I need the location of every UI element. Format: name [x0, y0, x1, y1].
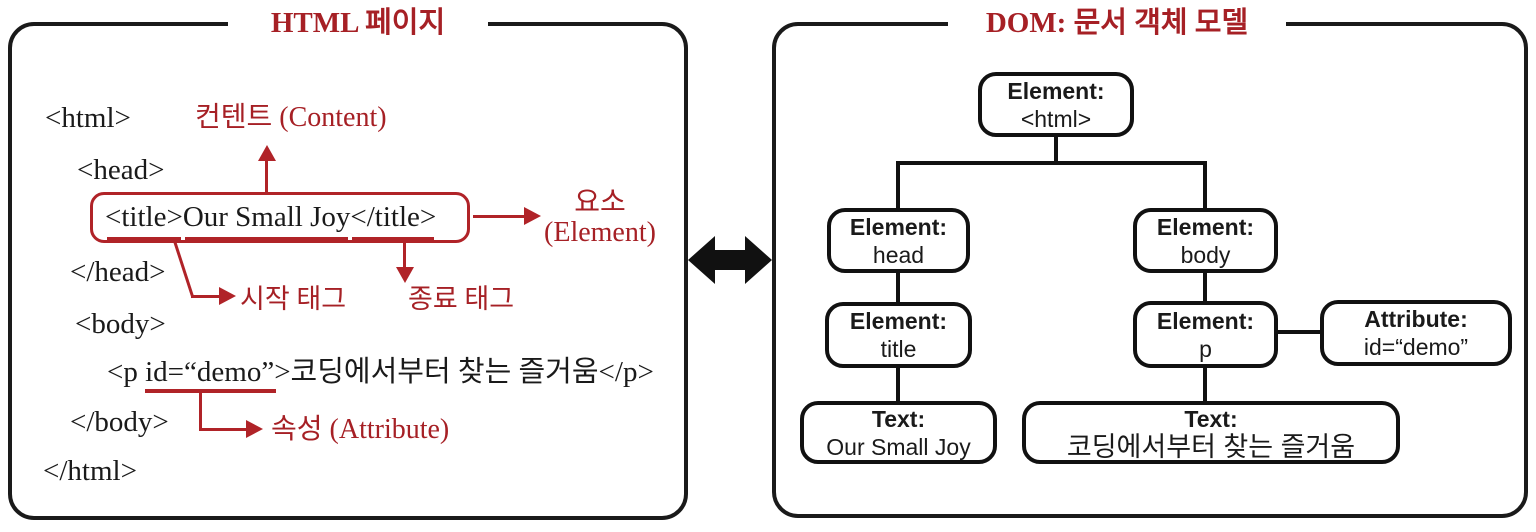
connector-head-title [896, 271, 900, 303]
html-page-panel [8, 22, 688, 520]
node-element-html: Element: <html> [978, 72, 1134, 137]
connector-title-text [896, 366, 900, 402]
node-element-title-value: title [880, 336, 917, 362]
node-attribute-id: Attribute: id=“demo” [1320, 300, 1512, 366]
node-element-html-value: <html> [1020, 105, 1092, 132]
code-body-open: <body> [75, 308, 166, 340]
node-attribute-id-value: id=“demo” [1363, 334, 1469, 360]
start-tag-arrow-line [191, 295, 221, 298]
element-label-line2: (Element) [544, 217, 656, 248]
code-p-line: <p id=“demo”>코딩에서부터 찾는 즐거움</p> [107, 356, 654, 393]
node-text-p: Text: 코딩에서부터 찾는 즐거움 [1022, 401, 1400, 464]
node-element-head: Element: head [827, 208, 970, 273]
node-text-p-type: Text: [1184, 405, 1238, 432]
code-head-close: </head> [70, 256, 166, 288]
connector-branch [896, 161, 1207, 165]
node-text-title-value: Our Small Joy [826, 433, 971, 460]
node-text-p-value: 코딩에서부터 찾는 즐거움 [1066, 431, 1356, 462]
connector-branch-body [1203, 161, 1207, 209]
element-label: 요소 (Element) [535, 188, 665, 248]
start-tag-label: 시작 태그 [240, 284, 347, 314]
code-head-open: <head> [77, 154, 165, 186]
end-tag-label: 종료 태그 [408, 284, 515, 314]
dom-panel-title: DOM: 문서 객체 모델 [948, 6, 1286, 40]
content-arrow-up-icon [258, 145, 276, 161]
title-element-box: <title>Our Small Joy</title> [90, 192, 470, 243]
code-html-open: <html> [45, 102, 131, 134]
code-body-close: </body> [70, 406, 169, 438]
bidirectional-arrow-icon [688, 236, 772, 284]
node-element-title: Element: title [825, 302, 972, 368]
node-element-body-type: Element: [1156, 213, 1255, 240]
node-element-p: Element: p [1133, 301, 1278, 368]
end-tag-arrow-line [403, 241, 406, 269]
node-text-title: Text: Our Small Joy [800, 401, 997, 464]
code-html-close: </html> [43, 455, 137, 487]
node-element-body: Element: body [1133, 208, 1278, 273]
node-attribute-id-type: Attribute: [1364, 306, 1468, 332]
content-label: 컨텐트 (Content) [195, 102, 387, 133]
node-element-head-type: Element: [849, 213, 948, 240]
code-p-open: <p [107, 356, 146, 388]
node-element-title-type: Element: [849, 308, 948, 334]
connector-p-attribute [1276, 330, 1322, 334]
connector-p-text [1203, 366, 1207, 402]
node-element-p-type: Element: [1156, 307, 1255, 334]
node-text-title-type: Text: [871, 405, 926, 432]
code-title-close-tag: </title> [350, 201, 437, 241]
code-p-attribute: id=“demo” [145, 356, 277, 393]
attribute-arrow-right-icon [246, 420, 263, 438]
attribute-line-horizontal [199, 428, 247, 431]
code-title-open-tag: <title> [105, 201, 183, 241]
attribute-line-vertical [199, 389, 202, 431]
connector-html-down [1054, 135, 1058, 163]
element-arrow-line [473, 215, 525, 218]
node-element-html-type: Element: [1007, 77, 1105, 104]
html-page-panel-title: HTML 페이지 [228, 6, 488, 40]
element-arrow-right-icon [524, 207, 541, 225]
code-title-content: Our Small Joy [182, 201, 351, 241]
node-element-head-value: head [872, 241, 925, 268]
node-element-body-value: body [1180, 241, 1231, 268]
attribute-label: 속성 (Attribute) [271, 414, 450, 445]
element-label-line1: 요소 [574, 187, 626, 218]
connector-branch-head [896, 161, 900, 209]
end-tag-arrow-down-icon [396, 267, 414, 283]
code-p-rest: >코딩에서부터 찾는 즐거움</p> [274, 356, 654, 388]
start-tag-arrow-right-icon [219, 287, 236, 305]
connector-body-p [1203, 271, 1207, 302]
content-arrow-line [265, 160, 268, 196]
node-element-p-value: p [1199, 335, 1212, 362]
